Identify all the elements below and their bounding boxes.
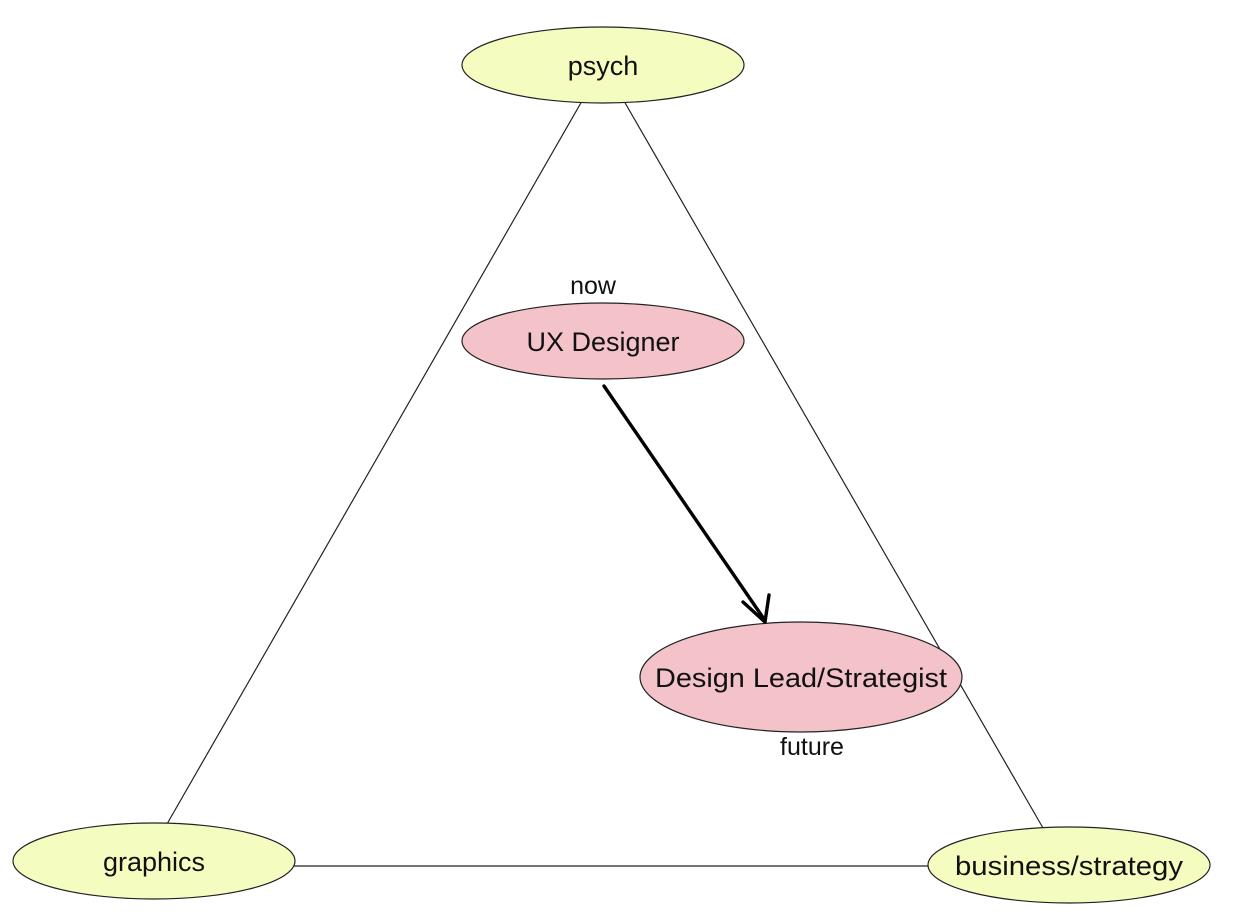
node-graphics: graphics <box>12 822 296 900</box>
edge-psych-business <box>623 100 1044 829</box>
node-design-lead: Design Lead/Strategist <box>639 621 963 733</box>
progression-arrow-shaft <box>602 384 766 621</box>
node-ux-designer-label: UX Designer <box>526 327 679 357</box>
node-design-lead-shape <box>639 621 963 733</box>
node-psych: psych <box>461 26 745 104</box>
node-business-strategy-shape <box>927 826 1211 904</box>
node-business-strategy-label: business/strategy <box>955 851 1184 881</box>
progression-arrow <box>602 384 771 624</box>
node-psych-label: psych <box>568 51 639 81</box>
node-graphics-label: graphics <box>103 847 205 877</box>
node-psych-shape <box>461 26 745 104</box>
node-business-strategy: business/strategy <box>927 826 1211 904</box>
edge-psych-graphics <box>166 100 583 825</box>
annotation-now: now <box>570 272 617 300</box>
node-graphics-shape <box>12 822 296 900</box>
node-ux-designer: UX Designer <box>461 302 745 380</box>
progression-arrow-head <box>741 593 771 624</box>
node-ux-designer-shape <box>461 302 745 380</box>
node-design-lead-label: Design Lead/Strategist <box>655 663 948 693</box>
annotation-future: future <box>780 733 844 761</box>
